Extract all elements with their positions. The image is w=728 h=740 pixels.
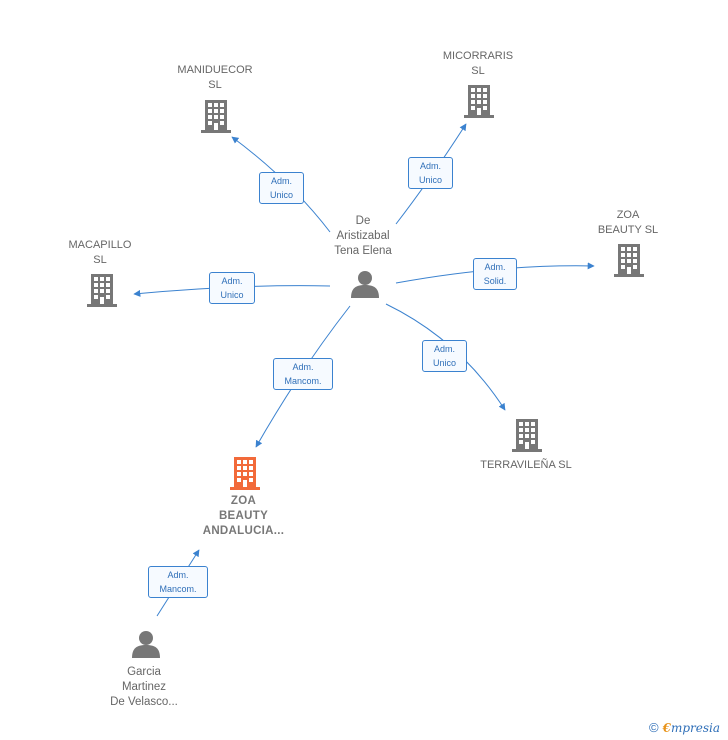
company-label-zoa-beauty[interactable]: ZOA BEAUTY SL (597, 209, 659, 236)
empresia-logo: ©€mpresia (649, 720, 720, 735)
company-label-macapillo[interactable]: MACAPILLO SL (68, 239, 132, 266)
building-icon-terravilena[interactable] (512, 419, 542, 452)
copyright-icon: © (648, 720, 659, 735)
building-icon-macapillo[interactable] (87, 274, 117, 307)
building-icon-maniduecor[interactable] (201, 100, 231, 133)
company-label-maniduecor[interactable]: MANIDUECOR SL (177, 64, 253, 91)
brand-name: mpresia (670, 721, 720, 735)
company-label-zoa-andalucia[interactable]: ZOA BEAUTY ANDALUCIA... (202, 495, 285, 537)
person-icon-center[interactable] (351, 271, 379, 298)
company-label-micorraris[interactable]: MICORRARIS SL (442, 50, 514, 77)
edge-role-zoa-andalucia: Adm. Mancom. (273, 358, 333, 390)
edge-role-terravilena: Adm. Unico (422, 340, 467, 372)
company-label-terravilena[interactable]: TERRAVILEÑA SL (480, 459, 572, 471)
edge-role-zoa-beauty: Adm. Solid. (473, 258, 517, 290)
edge-role-micorraris: Adm. Unico (408, 157, 453, 189)
building-icon-zoa-andalucia[interactable] (230, 457, 260, 490)
person-icon-second[interactable] (132, 631, 160, 658)
edge-role-maniduecor: Adm. Unico (259, 172, 304, 204)
edge-role-second-person: Adm. Mancom. (148, 566, 208, 598)
building-icon-micorraris[interactable] (464, 85, 494, 118)
brand-initial: € (662, 721, 671, 735)
edge-role-macapillo: Adm. Unico (209, 272, 255, 304)
person-label-center[interactable]: De Aristizabal Tena Elena (334, 215, 392, 257)
person-label-second[interactable]: Garcia Martinez De Velasco... (110, 666, 178, 708)
building-icon-zoa-beauty[interactable] (614, 244, 644, 277)
